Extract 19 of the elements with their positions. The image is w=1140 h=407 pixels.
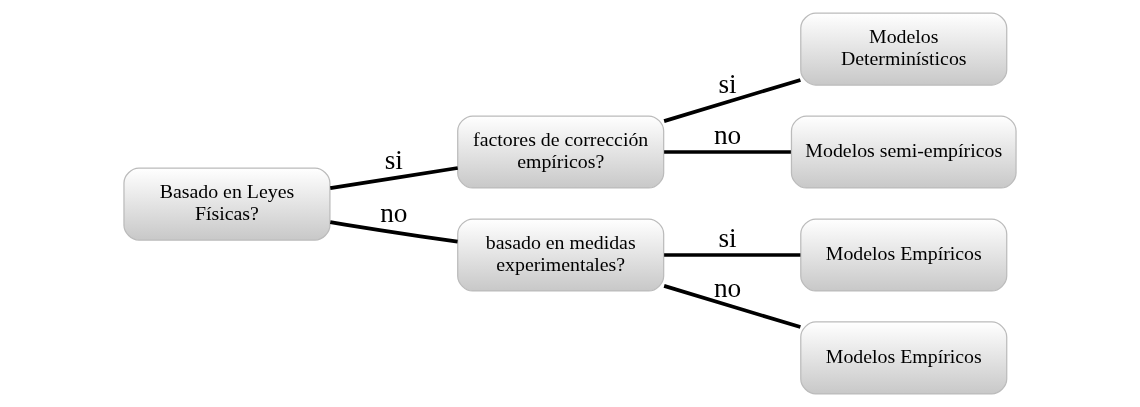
edge-label: no [713,272,742,303]
node-box: factores de corrección empíricos? [457,115,665,189]
node-box: Modelos semi-empíricos [790,115,1017,189]
node-box: basado en medidas experimentales? [457,218,665,292]
edge-label: si [718,69,737,100]
edge-label: no [713,120,742,151]
edge-label: si [384,144,403,175]
connector [664,150,791,154]
edge-label: no [380,198,408,229]
connector [663,78,801,123]
node-box: Modelos Determinísticos [800,12,1008,86]
connector [330,166,458,190]
connector [663,284,801,329]
connector [664,253,801,257]
edge-label: si [718,223,737,254]
node-box: Basado en Leyes Físicas? [123,167,331,241]
node-box: Modelos Empíricos [800,218,1008,292]
connector [330,220,458,244]
node-box: Modelos Empíricos [800,321,1008,395]
